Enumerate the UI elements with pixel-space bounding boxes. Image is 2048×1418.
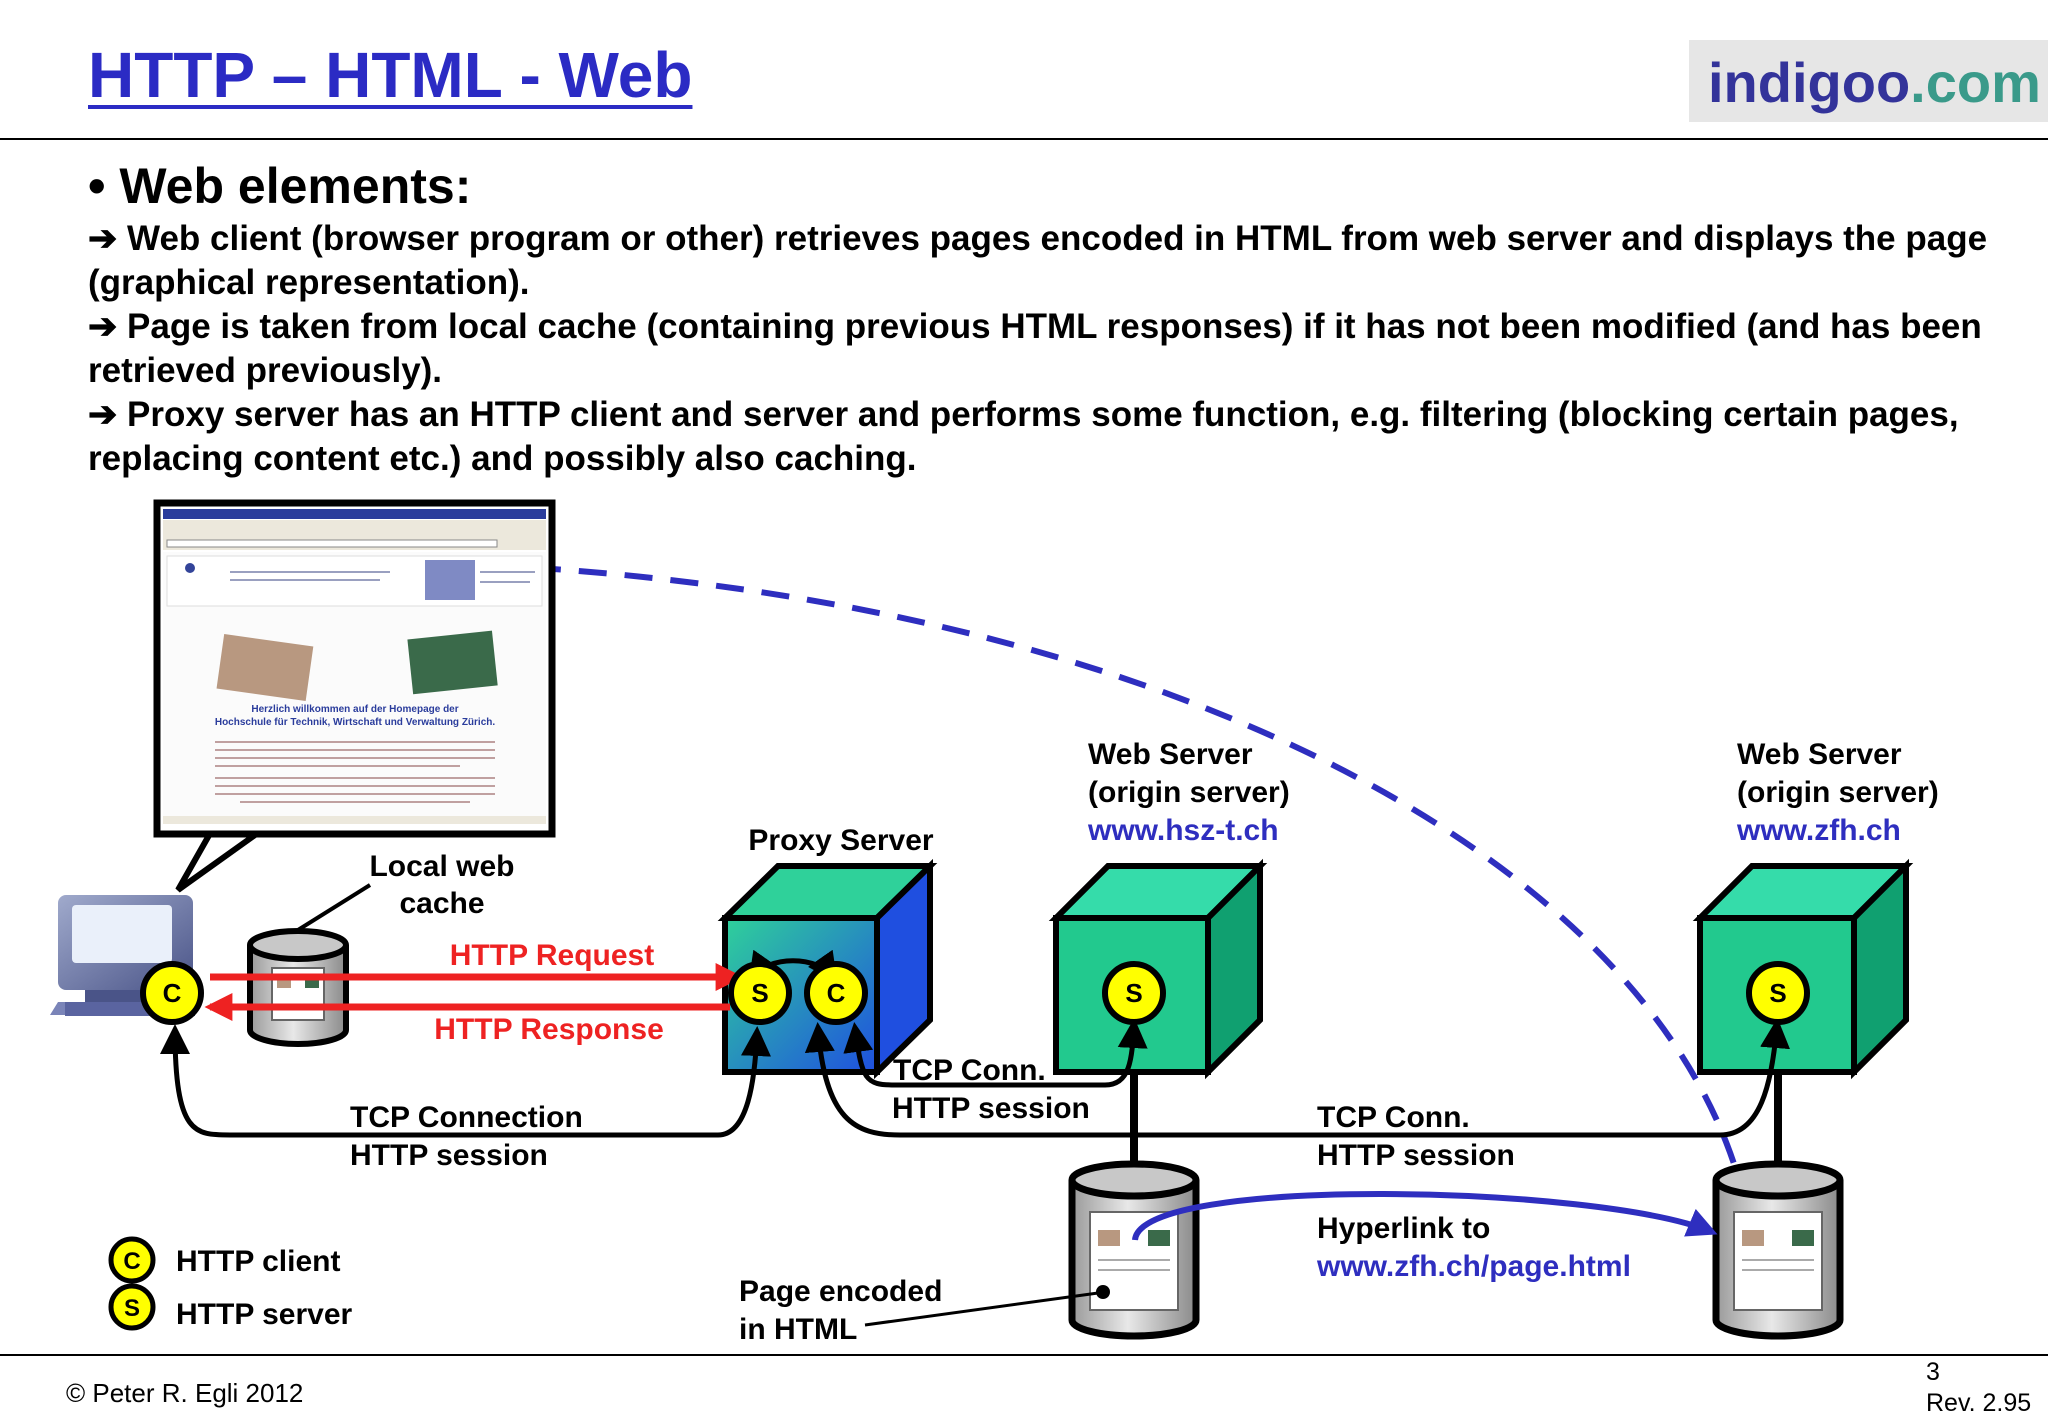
http-request-label: HTTP Request <box>450 939 654 972</box>
browser-screenshot-callout: Herzlich willkommen auf der Homepage der… <box>153 499 556 893</box>
svg-text:S: S <box>751 978 768 1008</box>
svg-text:C: C <box>827 978 846 1008</box>
hyperlink-label: Hyperlink to <box>1317 1212 1490 1245</box>
bullet-proxy-server: ➔ Proxy server has an HTTP client and se… <box>88 395 1959 478</box>
brand-tld: .com <box>1910 51 2041 114</box>
web-server-1-badge: S <box>1102 961 1166 1025</box>
web-server-2-cache-cylinder <box>1712 1160 1844 1340</box>
proxy-server-label: Proxy Server <box>748 824 933 857</box>
hyperlink-dashed-curve <box>394 559 1764 1246</box>
server-2-subtitle: (origin server) <box>1737 776 1939 809</box>
local-cache-label-2: cache <box>399 887 484 920</box>
tcp-connection-label: TCP Connection <box>350 1101 583 1134</box>
hyperlink-arrow <box>1132 1191 1718 1241</box>
svg-text:C: C <box>163 978 182 1008</box>
svg-text:C: C <box>123 1248 140 1275</box>
svg-text:S: S <box>1125 978 1142 1008</box>
local-cache-cylinder <box>247 928 349 1047</box>
tcp-conn-label-proxy-server1: TCP Conn. <box>893 1054 1046 1087</box>
http-response-label: HTTP Response <box>434 1013 664 1046</box>
tcp-connection-proxy-server1 <box>843 1018 1148 1088</box>
server-2-title: Web Server <box>1737 738 1902 771</box>
tcp-connection-proxy-server2 <box>804 1018 1790 1138</box>
section-heading: • Web elements: <box>88 158 472 214</box>
page-title: HTTP – HTML - Web <box>88 39 693 111</box>
legend-client-label: HTTP client <box>176 1245 340 1278</box>
http-session-label-proxy-server2: HTTP session <box>1317 1139 1515 1172</box>
bullet-local-cache: ➔ Page is taken from local cache (contai… <box>88 307 1982 390</box>
tcp-conn-label-proxy-server2: TCP Conn. <box>1317 1101 1470 1134</box>
copyright: © Peter R. Egli 2012 <box>66 1378 304 1408</box>
proxy-client-badge: C <box>804 961 868 1025</box>
header-rule <box>0 138 2048 140</box>
page-encoded-pointer <box>864 1291 1099 1327</box>
local-cache-pointer <box>296 883 372 932</box>
http-session-label-client-proxy: HTTP session <box>350 1139 548 1172</box>
hyperlink-url: www.zfh.ch/page.html <box>1316 1250 1631 1283</box>
server-2-domain: www.zfh.ch <box>1736 814 1901 847</box>
local-cache-label-1: Local web <box>369 850 514 883</box>
server-1-domain: www.hsz-t.ch <box>1087 814 1279 847</box>
proxy-server-badge: S <box>728 961 792 1025</box>
web-server-1-cache-cylinder <box>1068 1160 1200 1340</box>
page-encoded-label-1: Page encoded <box>739 1275 942 1308</box>
svg-text:S: S <box>1769 978 1786 1008</box>
bullet-web-client: ➔ Web client (browser program or other) … <box>88 219 1988 302</box>
legend-server: S HTTP server <box>108 1283 353 1331</box>
legend-server-label: HTTP server <box>176 1298 353 1331</box>
server-1-subtitle: (origin server) <box>1088 776 1290 809</box>
footer-rule <box>0 1354 2048 1356</box>
server-1-title: Web Server <box>1088 738 1253 771</box>
brand-name: indigoo <box>1708 51 1911 114</box>
client-badge: C <box>140 961 204 1025</box>
welcome-line-1: Herzlich willkommen auf der Homepage der <box>251 704 458 715</box>
svg-text:S: S <box>124 1295 140 1322</box>
page-encoded-label-2: in HTML <box>739 1313 857 1346</box>
revision: Rev. 2.95 <box>1926 1389 2032 1417</box>
http-session-label-proxy-server1: HTTP session <box>892 1092 1090 1125</box>
page-number: 3 <box>1926 1358 1940 1386</box>
web-server-2-cube <box>1692 858 1914 1080</box>
brand-logo: indigoo.com <box>1708 50 2041 115</box>
welcome-line-2: Hochschule für Technik, Wirtschaft und V… <box>215 717 496 728</box>
brand-box <box>1689 40 2048 122</box>
web-server-2-badge: S <box>1746 961 1810 1025</box>
web-server-1-cube <box>1048 858 1268 1080</box>
legend-client: C HTTP client <box>108 1236 340 1284</box>
tcp-connection-client-proxy <box>160 1024 771 1138</box>
